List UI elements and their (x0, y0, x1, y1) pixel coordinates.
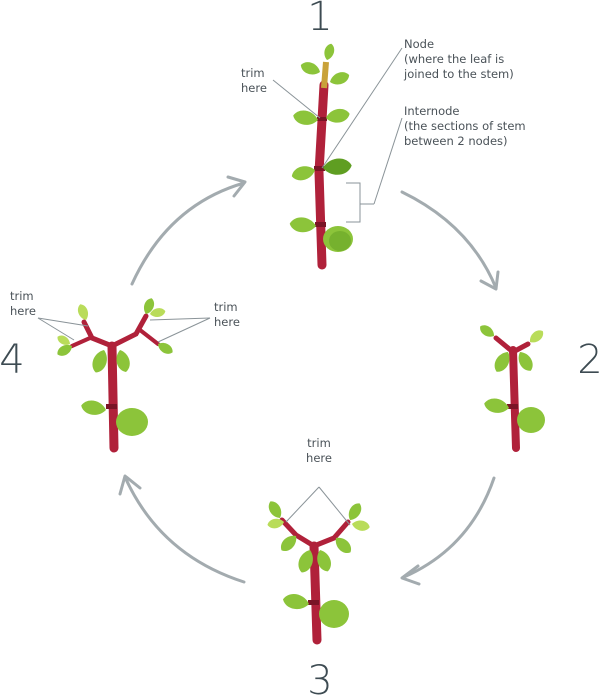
label-trim-step1: trim here (241, 66, 321, 119)
trim-step3-line2: here (306, 451, 332, 465)
plant-step-3 (265, 498, 371, 645)
trim-step1-line2: here (241, 81, 267, 95)
internode-line3: between 2 nodes) (404, 134, 508, 148)
step-number-2: 2 (577, 337, 600, 383)
node-line3: joined to the stem) (403, 67, 514, 81)
node-line2: (where the leaf is (404, 52, 504, 66)
trim-step4-left-line2: here (10, 304, 36, 318)
plant-step-1 (289, 42, 353, 270)
label-node: Node (where the leaf is joined to the st… (321, 37, 514, 169)
label-trim-step4-right: trim here (149, 300, 240, 343)
trim-step1-line1: trim (241, 66, 265, 80)
arrow-4-to-1 (130, 181, 246, 286)
step-number-1: 1 (307, 0, 332, 40)
arrow-4-to-1-head (226, 175, 247, 198)
trim-step4-left-line1: trim (10, 289, 34, 303)
label-trim-step4-left: trim here (10, 289, 89, 341)
node-line1: Node (404, 37, 434, 51)
internode-line1: Internode (404, 104, 460, 118)
step-number-4: 4 (0, 337, 25, 383)
arrow-2-to-3 (402, 476, 496, 579)
label-internode: Internode (the sections of stem between … (346, 104, 526, 223)
arrow-3-to-4-head (118, 474, 142, 496)
arrow-1-to-2-head (479, 270, 500, 291)
arrow-3-to-4 (123, 475, 246, 584)
plant-step-2 (477, 322, 546, 452)
plant-step-4 (55, 296, 175, 453)
trim-step4-right-line2: here (214, 315, 240, 329)
trim-step4-right-line1: trim (214, 300, 238, 314)
arrow-2-to-3-head (400, 564, 421, 586)
label-trim-step3: trim here (285, 436, 351, 526)
trim-step3-line1: trim (307, 436, 331, 450)
internode-line2: (the sections of stem (404, 119, 526, 133)
arrow-1-to-2 (400, 190, 498, 290)
step-number-3: 3 (307, 658, 332, 698)
